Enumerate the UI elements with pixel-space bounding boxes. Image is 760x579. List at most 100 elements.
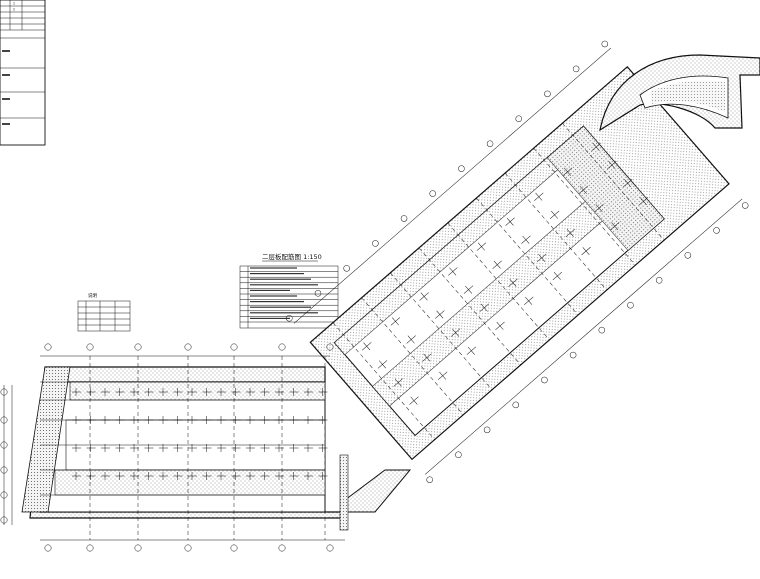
notes-table: 二层板配筋图 1:150 bbox=[239, 252, 339, 329]
wing-axis-bubble bbox=[598, 326, 606, 334]
wing-rebar-mark bbox=[394, 378, 402, 387]
wing-axis-bubble bbox=[455, 451, 462, 459]
wing-rebar-mark bbox=[509, 278, 517, 287]
axis-bubble bbox=[278, 544, 286, 552]
title-block-cell-2: 2 bbox=[13, 8, 15, 12]
axis-bubble bbox=[44, 544, 52, 552]
axis-bubble bbox=[134, 343, 142, 351]
wing-axis-bubble bbox=[429, 190, 436, 197]
wing-rebar-mark bbox=[592, 142, 600, 151]
wing-axis-bubble bbox=[627, 301, 634, 309]
wing-axis-line bbox=[447, 222, 550, 341]
wing-axis-line bbox=[332, 322, 435, 440]
notes-text-bar bbox=[250, 278, 311, 280]
axis-bubble bbox=[134, 544, 142, 552]
notes-text-bar bbox=[250, 273, 304, 275]
wing-rebar-mark bbox=[407, 335, 415, 344]
axis-bubble bbox=[184, 343, 192, 351]
notes-text-bar bbox=[250, 289, 290, 291]
axis-bubble bbox=[86, 343, 94, 351]
wing-axis-bubble bbox=[655, 277, 663, 284]
wing-rebar-mark bbox=[564, 167, 571, 176]
legend-table: 说明 bbox=[77, 292, 131, 332]
wing-axis-bubble bbox=[515, 115, 523, 123]
notes-text-bar bbox=[250, 306, 311, 308]
wing-axis-line bbox=[562, 123, 665, 241]
axis-bubble bbox=[278, 343, 286, 351]
drawing-title: 二层板配筋图 1:150 bbox=[262, 252, 322, 261]
wing-axis-line bbox=[361, 297, 464, 415]
wing-axis-bubble bbox=[458, 165, 465, 172]
axis-bubble bbox=[184, 544, 192, 552]
wing-rebar-mark bbox=[465, 285, 473, 294]
wing-axis-line bbox=[390, 272, 493, 390]
notes-text-bar bbox=[250, 267, 297, 269]
wing-rebar-mark bbox=[551, 210, 559, 219]
wing-rebar-mark bbox=[506, 217, 514, 226]
wing-rebar-mark bbox=[449, 267, 457, 276]
wing-rebar-mark bbox=[363, 342, 371, 351]
wing-axis-bubble bbox=[544, 90, 551, 98]
wing-rebar-mark bbox=[379, 360, 386, 369]
wing-axis-bubble bbox=[343, 265, 350, 272]
wing-rebar-mark bbox=[391, 317, 399, 326]
wing-axis-bubble bbox=[314, 290, 322, 297]
wing-rebar-mark bbox=[582, 247, 590, 255]
axis-bubble bbox=[86, 544, 94, 552]
wing-axis-bubble bbox=[569, 351, 577, 359]
wing-axis-bubble bbox=[541, 376, 548, 384]
wing-rebar-mark bbox=[477, 242, 485, 251]
wing-axis-bubble bbox=[372, 240, 379, 247]
wing-rebar-mark bbox=[436, 310, 444, 319]
wing-rebar-mark bbox=[467, 346, 475, 355]
wing-rebar-mark bbox=[420, 292, 428, 301]
wing-rebar-mark bbox=[624, 179, 632, 188]
wing-rebar-mark bbox=[608, 161, 616, 169]
wing-rebar-mark bbox=[410, 396, 418, 405]
title-block-cell-1: 1 bbox=[13, 2, 15, 6]
axis-bubble bbox=[230, 544, 238, 552]
wing-rebar-mark bbox=[579, 185, 587, 194]
axis-bubble bbox=[326, 343, 334, 351]
notes-text-bar bbox=[250, 312, 318, 314]
dimension-lines bbox=[3, 355, 345, 541]
wing-rebar-mark bbox=[538, 253, 546, 262]
wing-axis-bubble bbox=[486, 140, 494, 147]
wing-rebar-mark bbox=[496, 321, 504, 330]
wing-rebar-mark bbox=[525, 296, 533, 305]
title-block: 1 2 bbox=[0, 0, 46, 146]
wing-rebar-mark bbox=[553, 272, 561, 280]
wing-axis-bubble bbox=[483, 426, 491, 434]
wing-axis-bubble bbox=[713, 227, 720, 234]
axis-bubble bbox=[230, 343, 238, 351]
legend-heading: 说明 bbox=[88, 292, 97, 299]
wing-axis-line bbox=[504, 172, 607, 291]
wing-rebar-mark bbox=[423, 353, 431, 362]
wing-rebar-mark bbox=[452, 328, 460, 337]
wing-rebar-mark bbox=[611, 222, 619, 231]
wing-axis-bubble bbox=[741, 202, 749, 209]
wing-axis-bubble bbox=[286, 314, 293, 322]
notes-text-bar bbox=[250, 317, 290, 319]
notes-text-bar bbox=[250, 301, 304, 303]
wing-axis-bubble bbox=[684, 252, 692, 259]
notes-text-bar bbox=[250, 295, 297, 297]
wing-axis-bubble bbox=[512, 401, 520, 409]
wing-rebar-mark bbox=[566, 229, 574, 237]
wing-axis-bubble bbox=[426, 476, 433, 483]
wing-axis-line bbox=[476, 197, 579, 316]
wing-rebar-mark bbox=[535, 192, 543, 201]
axis-bubble bbox=[44, 343, 52, 351]
wing-axis-bubble bbox=[400, 215, 408, 222]
wing-rebar-mark bbox=[480, 303, 488, 312]
wing-rebar-mark bbox=[595, 204, 603, 212]
wing-axis-line bbox=[418, 247, 521, 366]
wing-axis-bubble bbox=[572, 65, 580, 73]
axis-bubble bbox=[326, 544, 334, 552]
wing-rebar-mark bbox=[639, 197, 647, 206]
wing-rebar-mark bbox=[522, 235, 530, 244]
floor-plan bbox=[21, 40, 760, 540]
wing-axis-bubble bbox=[601, 40, 609, 48]
wing-axis-line bbox=[533, 148, 636, 266]
